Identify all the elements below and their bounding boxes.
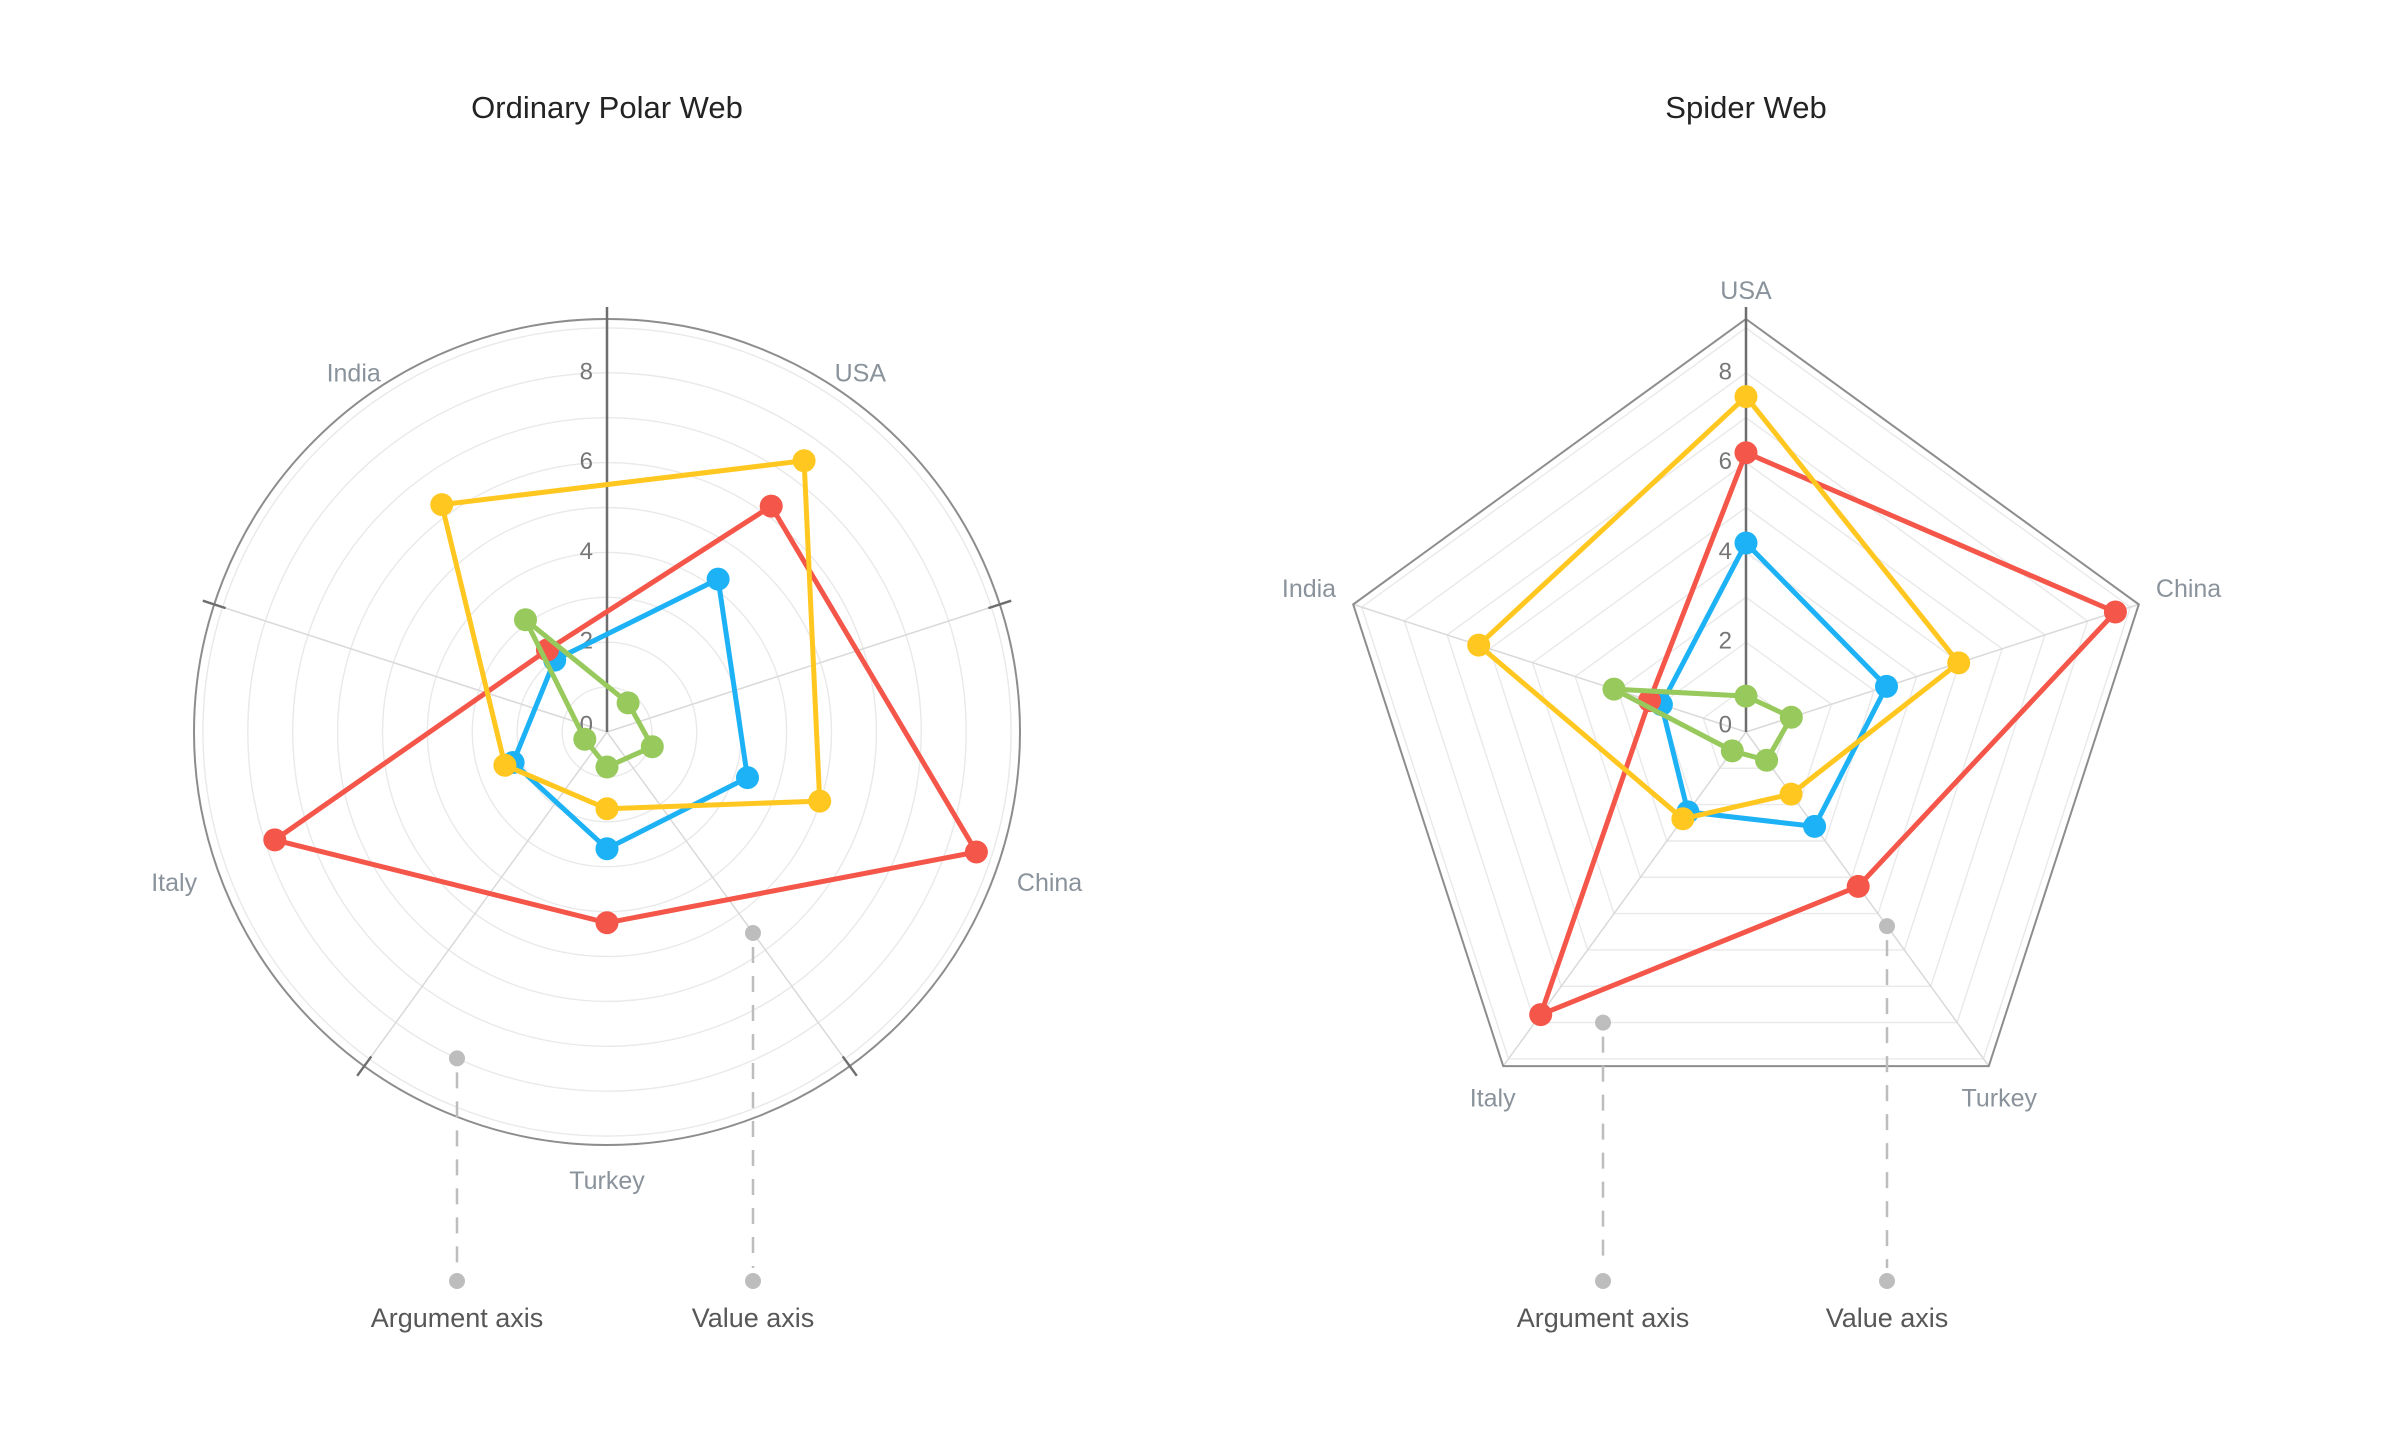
series-point-series-green-usa[interactable] xyxy=(616,691,640,715)
value-gridline-ring xyxy=(1574,551,1918,878)
series-point-series-green-italy[interactable] xyxy=(1720,739,1744,763)
series-point-series-yellow-usa[interactable] xyxy=(792,449,816,473)
series-point-series-red-italy[interactable] xyxy=(1529,1003,1553,1027)
series-point-series-yellow-india[interactable] xyxy=(430,493,454,517)
series-point-series-red-turkey[interactable] xyxy=(595,911,619,935)
category-label-italy: Italy xyxy=(151,869,197,897)
series-line-series-blue xyxy=(510,576,750,852)
series-point-series-yellow-italy[interactable] xyxy=(493,753,517,777)
value-tick-label: 4 xyxy=(580,538,593,565)
value-gridline-ring xyxy=(1617,596,1875,842)
category-label-italy: Italy xyxy=(1470,1085,1516,1113)
argument-gridline xyxy=(1745,603,2140,733)
chart-title-spider: Spider Web xyxy=(1665,90,1827,125)
series-point-series-green-italy[interactable] xyxy=(573,727,597,751)
value-gridline-ring xyxy=(1403,371,2089,1024)
series-point-series-yellow-india[interactable] xyxy=(1467,633,1491,657)
annotation-label-value-axis: Value axis xyxy=(1825,1303,1949,1333)
argument-gridline xyxy=(1745,731,1990,1067)
series-point-series-green-india[interactable] xyxy=(1602,677,1626,701)
value-tick-label: 2 xyxy=(1719,628,1732,655)
value-tick-label: 0 xyxy=(1719,712,1732,739)
series-point-series-yellow-italy[interactable] xyxy=(1671,807,1695,831)
series-point-series-yellow-usa[interactable] xyxy=(1734,385,1758,409)
annotation-dot xyxy=(1879,918,1895,935)
series-point-series-yellow-turkey[interactable] xyxy=(1779,782,1803,806)
annotation-label-argument-axis: Argument axis xyxy=(370,1303,544,1333)
annotation-dot xyxy=(1879,1273,1895,1289)
series-point-series-green-india[interactable] xyxy=(514,608,537,632)
category-label-turkey: Turkey xyxy=(1962,1085,2038,1113)
value-tick-label: 8 xyxy=(580,358,593,385)
series-point-series-red-china[interactable] xyxy=(2103,600,2127,624)
series-point-series-red-italy[interactable] xyxy=(263,828,287,852)
annotation-dot xyxy=(745,925,761,941)
series-point-series-green-turkey[interactable] xyxy=(595,755,619,779)
value-tick-label: 6 xyxy=(1719,448,1732,475)
argument-axis-tick xyxy=(356,1055,373,1077)
argument-axis-tick xyxy=(202,599,226,610)
argument-axis-pentagon xyxy=(1352,317,2140,1068)
argument-axis-tick xyxy=(988,599,1012,610)
annotation-label-value-axis: Value axis xyxy=(691,1303,815,1333)
value-gridline-ring xyxy=(1446,416,2046,987)
series-point-series-red-usa[interactable] xyxy=(1734,441,1758,465)
series-point-series-blue-turkey[interactable] xyxy=(1803,814,1827,838)
annotation-dot xyxy=(449,1273,465,1289)
argument-gridline xyxy=(606,603,1001,733)
series-point-series-blue-usa[interactable] xyxy=(1734,531,1758,555)
series-point-series-blue-china[interactable] xyxy=(1875,674,1898,698)
annotation-label-argument-axis: Argument axis xyxy=(1516,1303,1690,1333)
value-tick-label: 8 xyxy=(1719,358,1732,385)
value-tick-label: 4 xyxy=(1719,538,1732,565)
series-point-series-red-usa[interactable] xyxy=(759,494,783,518)
value-tick-label: 6 xyxy=(580,448,593,475)
series-point-series-yellow-china[interactable] xyxy=(808,789,832,813)
series-point-series-yellow-turkey[interactable] xyxy=(595,797,619,821)
chart-title-ordinary-polar: Ordinary Polar Web xyxy=(471,90,743,125)
annotation-dot xyxy=(1595,1014,1611,1031)
argument-gridline xyxy=(363,731,608,1067)
category-label-india: India xyxy=(327,359,381,387)
series-line-series-red xyxy=(1538,450,2118,1018)
annotation-dot xyxy=(1595,1273,1611,1289)
series-point-series-green-usa[interactable] xyxy=(1734,684,1758,708)
series-point-series-blue-china[interactable] xyxy=(736,766,759,790)
annotation-dot xyxy=(745,1273,761,1289)
series-point-series-blue-usa[interactable] xyxy=(706,567,730,591)
series-point-series-green-turkey[interactable] xyxy=(1755,748,1779,772)
argument-gridline xyxy=(213,603,608,733)
series-point-series-red-china[interactable] xyxy=(964,840,988,864)
series-point-series-blue-turkey[interactable] xyxy=(595,837,619,861)
annotation-dot xyxy=(449,1050,465,1067)
category-label-usa: USA xyxy=(1720,277,1772,305)
series-point-series-green-china[interactable] xyxy=(1779,705,1803,729)
series-line-series-yellow xyxy=(1476,394,1962,822)
value-gridline-ring xyxy=(1488,461,2004,951)
series-point-series-red-turkey[interactable] xyxy=(1846,874,1870,898)
category-label-usa: USA xyxy=(835,359,887,387)
series-line-series-yellow xyxy=(439,458,823,812)
category-label-turkey: Turkey xyxy=(569,1167,645,1195)
series-line-series-blue xyxy=(1658,540,1889,829)
value-gridline-ring xyxy=(1531,506,1961,915)
value-gridline-ring xyxy=(1360,327,2132,1060)
argument-axis-tick xyxy=(841,1055,858,1077)
category-label-india: India xyxy=(1282,575,1336,603)
series-line-series-red xyxy=(272,503,979,926)
category-label-china: China xyxy=(2156,575,2221,603)
argument-gridline xyxy=(1352,603,1747,733)
category-label-china: China xyxy=(1017,869,1082,897)
series-point-series-green-china[interactable] xyxy=(640,735,664,759)
series-point-series-yellow-china[interactable] xyxy=(1947,651,1971,675)
